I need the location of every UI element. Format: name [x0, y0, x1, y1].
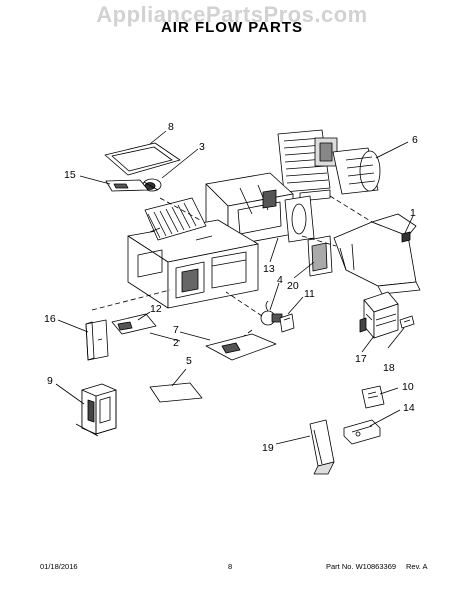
- callout-10: 10: [402, 381, 414, 393]
- callout-20: 20: [287, 280, 299, 292]
- callout-3: 3: [199, 141, 205, 153]
- callout-18: 18: [383, 362, 395, 374]
- callout-labels: 8 3 6 15 1 13 4 20 11 12 16 7 2 17 18 5 …: [44, 121, 418, 454]
- part-4-lamp[interactable]: [260, 300, 283, 326]
- callout-12: 12: [150, 303, 162, 315]
- watermark: AppliancePartsPros.com: [96, 2, 368, 27]
- callout-15: 15: [64, 169, 76, 181]
- part-7-base-plate[interactable]: [205, 333, 277, 361]
- part-11-terminal[interactable]: [279, 313, 295, 333]
- part-20-shield[interactable]: [307, 235, 333, 277]
- part-14-mount-bracket[interactable]: [343, 419, 381, 445]
- callout-17: 17: [355, 353, 367, 365]
- part-17-transformer[interactable]: [359, 291, 399, 339]
- part-3-coupler[interactable]: [142, 178, 162, 192]
- callout-11: 11: [304, 288, 315, 300]
- part-1-duct-cover[interactable]: [333, 213, 421, 295]
- footer-part-number: Part No. W10863369: [326, 562, 397, 571]
- part-6-fan-motor[interactable]: [277, 129, 381, 202]
- footer-revision: Rev. A: [406, 562, 428, 571]
- callout-4: 4: [277, 274, 283, 286]
- page-title: AIR FLOW PARTS: [160, 19, 304, 36]
- part-8-filter-frame[interactable]: [104, 142, 181, 176]
- callout-8: 8: [168, 121, 174, 133]
- part-5-pad[interactable]: [149, 382, 203, 403]
- part-10-label[interactable]: [361, 385, 385, 409]
- callout-7: 7: [173, 324, 179, 336]
- part-18-clip[interactable]: [399, 315, 415, 329]
- callout-16: 16: [44, 313, 56, 325]
- footer-date: 01/18/2016: [40, 562, 78, 571]
- callout-19: 19: [262, 442, 274, 454]
- callout-14: 14: [403, 402, 415, 414]
- part-16-panel[interactable]: [85, 319, 109, 361]
- callout-1: 1: [410, 207, 416, 219]
- part-15-plate[interactable]: [105, 179, 149, 192]
- part-12-bracket[interactable]: [111, 313, 157, 335]
- callout-6: 6: [412, 134, 418, 146]
- footer-page-number: 8: [228, 562, 233, 571]
- callout-5: 5: [186, 355, 192, 367]
- callout-2: 2: [173, 337, 179, 349]
- callout-13: 13: [263, 263, 275, 275]
- part-9-bracket[interactable]: [75, 383, 117, 437]
- callout-9: 9: [47, 375, 53, 387]
- part-19-vent-guide[interactable]: [309, 419, 335, 475]
